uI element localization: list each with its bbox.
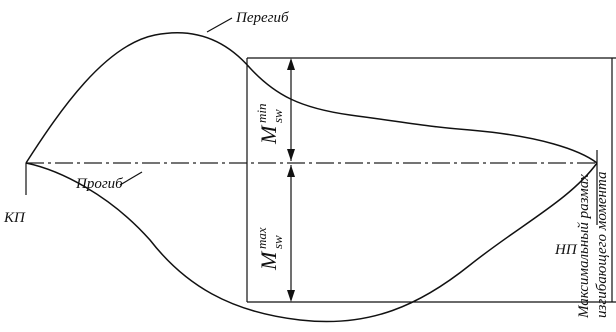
m-max-label: M max sw	[254, 227, 285, 271]
inflection-leader	[206, 17, 233, 33]
min-arrow	[287, 58, 295, 161]
svg-text:M: M	[256, 250, 281, 271]
m-min-label: M min sw	[254, 104, 285, 146]
side-caption: Максимальный размах изгибающего момента	[576, 172, 610, 319]
kp-label: КП	[3, 210, 26, 226]
inflection-label: Перегиб	[235, 10, 289, 26]
deflection-label: Прогиб	[75, 176, 123, 192]
deflection-leader	[119, 171, 143, 186]
side-caption-line1: Максимальный размах	[576, 174, 592, 319]
max-arrow	[287, 165, 295, 302]
side-caption-line2: изгибающего момента	[594, 172, 610, 318]
svg-text:min: min	[254, 104, 269, 124]
lower-curve	[25, 162, 598, 323]
svg-text:M: M	[256, 124, 281, 145]
np-label: НП	[554, 242, 578, 258]
svg-text:sw: sw	[270, 109, 285, 123]
upper-curve	[25, 31, 598, 164]
svg-text:sw: sw	[270, 235, 285, 249]
svg-text:max: max	[254, 227, 269, 249]
